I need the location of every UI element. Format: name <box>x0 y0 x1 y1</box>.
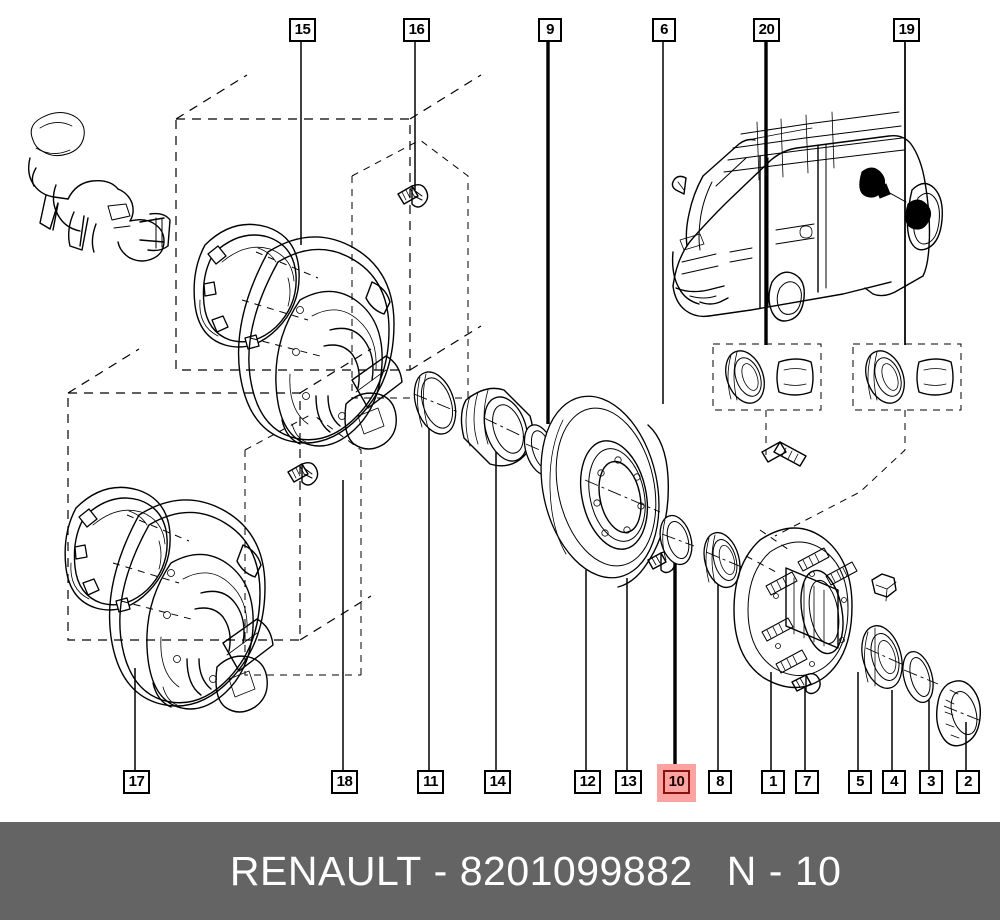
backing-plate-screw-lower <box>287 461 319 486</box>
callout-5[interactable]: 5 <box>848 770 872 794</box>
outer-bearing-part <box>703 531 745 589</box>
wheel-hub-part <box>733 527 858 689</box>
dash-1: - <box>433 847 448 894</box>
callout-8[interactable]: 8 <box>708 770 732 794</box>
plate-number: 10 <box>794 847 842 894</box>
callout-7[interactable]: 7 <box>795 770 819 794</box>
hub-small-nut <box>871 573 897 602</box>
kit-connector-lines <box>761 410 906 537</box>
callout-1[interactable]: 1 <box>761 770 785 794</box>
wheel-bearing-seal-part <box>659 514 695 566</box>
inner-bearing-part <box>861 625 907 689</box>
dash-2: - <box>768 847 783 894</box>
backing-plate-screw-upper <box>397 183 429 208</box>
seal-grease-kit-outer <box>852 343 962 411</box>
brake-disc-part <box>540 395 670 588</box>
assembly-frame-upper <box>175 74 482 399</box>
callout-19[interactable]: 19 <box>893 18 920 42</box>
callout-12[interactable]: 12 <box>574 770 601 794</box>
hub-bolt-part <box>791 672 821 695</box>
brake-shoes-upper <box>193 223 300 350</box>
footer-caption: RENAULT - 8201099882 N - 10 <box>159 801 842 920</box>
callout-10[interactable]: 10 <box>663 770 690 794</box>
part-number: 8201099882 <box>459 847 693 894</box>
callout-13[interactable]: 13 <box>615 770 642 794</box>
castle-nut-part <box>935 680 985 747</box>
callout-11[interactable]: 11 <box>417 770 444 794</box>
brand-label: RENAULT <box>229 847 422 894</box>
callout-20[interactable]: 20 <box>753 18 780 42</box>
backing-plate-lower <box>108 499 274 713</box>
backing-plate-upper <box>237 236 403 450</box>
bearing-spacer-sleeve-part <box>460 387 534 467</box>
oil-seal-part <box>413 371 459 435</box>
seal-grease-kit-inner <box>712 343 822 411</box>
callout-17[interactable]: 17 <box>123 770 150 794</box>
callout-18[interactable]: 18 <box>331 770 358 794</box>
vehicle-illustration <box>671 42 944 345</box>
callout-2[interactable]: 2 <box>956 770 980 794</box>
callout-4[interactable]: 4 <box>882 770 906 794</box>
callout-3[interactable]: 3 <box>919 770 943 794</box>
callout-16[interactable]: 16 <box>403 18 430 42</box>
callout-14[interactable]: 14 <box>484 770 511 794</box>
callout-15[interactable]: 15 <box>289 18 316 42</box>
plate-letter: N <box>726 847 757 894</box>
thrust-washer-part <box>902 650 939 704</box>
brake-shoes-lower <box>64 486 171 613</box>
steering-knuckle-part <box>27 112 171 262</box>
callout-9[interactable]: 9 <box>538 18 562 42</box>
footer-bar: RENAULT - 8201099882 N - 10 <box>0 822 1000 920</box>
assembly-frame-lower <box>67 348 372 676</box>
callout-6[interactable]: 6 <box>652 18 676 42</box>
exploded-diagram-artwork: .ln { fill:none; stroke:#000; stroke-wid… <box>27 42 985 770</box>
leader-lines <box>134 42 967 770</box>
